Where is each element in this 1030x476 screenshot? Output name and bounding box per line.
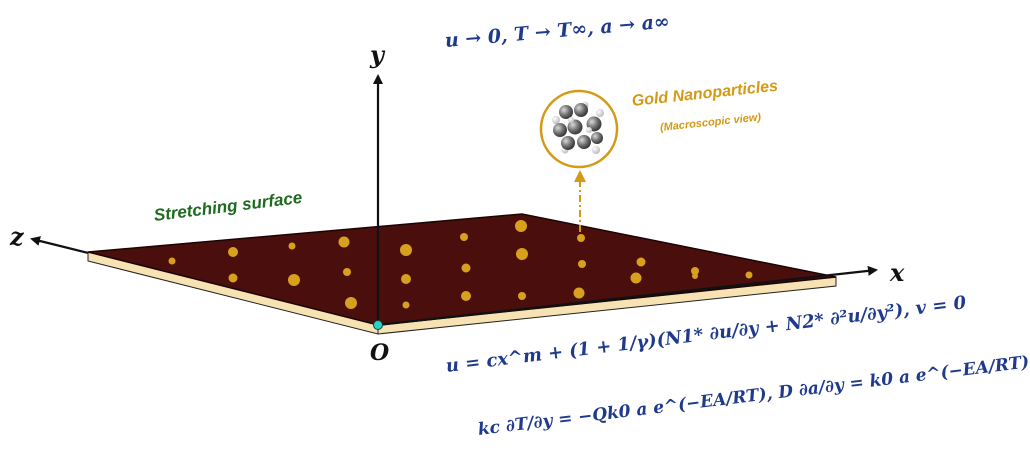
z-axis-label: z <box>10 222 24 251</box>
x-axis <box>377 265 878 327</box>
origin-dot <box>373 320 383 330</box>
x-axis-label: x <box>890 258 905 287</box>
gold-particles <box>168 220 753 309</box>
diagram-graphics <box>30 74 878 335</box>
nanoparticle-zoom <box>539 89 619 169</box>
diagram-canvas: y z x O Stretching surface Gold Nanopart… <box>10 10 1030 440</box>
origin-label: O <box>370 340 390 366</box>
y-axis-label: y <box>370 40 384 69</box>
nanoparticle-cluster-icon <box>552 101 604 154</box>
zoom-connector-arrowhead <box>574 170 586 182</box>
